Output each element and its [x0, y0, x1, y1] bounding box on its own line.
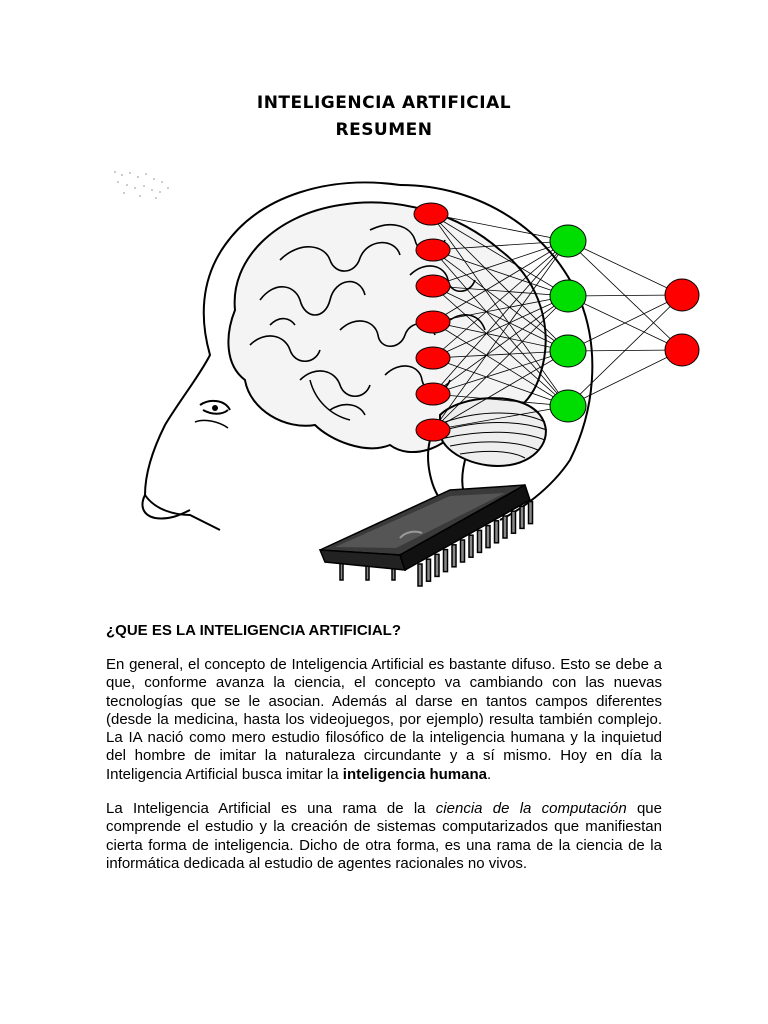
paragraph-branch-of-science: La Inteligencia Artificial es una rama d…: [106, 800, 662, 873]
network-connection: [432, 393, 569, 407]
brain-gyri: [249, 224, 486, 416]
head-profile-outline: [143, 181, 401, 531]
hidden-node: [549, 224, 587, 258]
network-connection: [432, 285, 569, 352]
document-title: INTELIGENCIA ARTIFICIAL: [256, 93, 512, 113]
output-node: [664, 278, 700, 312]
paragraph-definition: En general, el concepto de Inteligencia …: [106, 656, 662, 784]
network-connection: [432, 240, 569, 359]
input-node: [415, 346, 451, 370]
chip-pin: [519, 505, 525, 530]
input-node: [415, 274, 451, 298]
chip-pin: [502, 515, 508, 539]
paragraph-text: En general, el concepto de Inteligencia …: [106, 656, 662, 783]
input-node: [415, 382, 451, 406]
neural-network-nodes: [413, 202, 700, 442]
chip-pin: [468, 534, 474, 558]
network-connection: [432, 295, 569, 395]
paragraph-text: .: [486, 765, 492, 783]
italic-phrase: ciencia de la computación: [435, 800, 627, 817]
network-connection: [430, 213, 569, 242]
network-connection: [432, 405, 569, 431]
document-subtitle: RESUMEN: [335, 120, 433, 140]
chip-pin: [485, 524, 491, 549]
microchip: [318, 483, 534, 587]
section-heading: ¿QUE ES LA INTELIGENCIA ARTIFICIAL?: [106, 622, 401, 639]
hidden-node: [549, 389, 587, 423]
eye: [199, 399, 231, 415]
output-node: [664, 333, 700, 367]
network-connection: [432, 295, 569, 431]
hidden-node: [549, 279, 587, 313]
chip-pin: [493, 520, 500, 544]
network-connection: [432, 321, 569, 352]
network-connection: [432, 295, 569, 359]
network-connection: [432, 350, 569, 395]
network-connection: [432, 249, 569, 297]
network-connection: [567, 294, 683, 407]
network-connection: [432, 357, 569, 407]
chip-pin: [510, 510, 517, 534]
chip-pin: [417, 563, 423, 587]
chip-pin: [442, 548, 449, 573]
chip-pin: [425, 558, 432, 582]
paragraph-text: La Inteligencia Artificial es una rama d…: [106, 800, 436, 817]
network-connection: [432, 240, 569, 431]
network-connection: [567, 294, 683, 352]
neural-network-connections: [430, 213, 683, 431]
input-node: [413, 202, 449, 226]
network-connection: [432, 249, 569, 407]
network-connection: [432, 285, 569, 407]
network-connection: [567, 349, 683, 407]
network-connection: [432, 285, 569, 297]
network-connection: [432, 240, 569, 251]
network-connection: [430, 213, 569, 297]
network-connection: [432, 321, 569, 407]
nose: [141, 494, 191, 520]
network-connection: [432, 350, 569, 359]
network-connection: [430, 213, 569, 407]
network-connection: [432, 295, 569, 323]
input-node: [415, 418, 451, 442]
network-connection: [432, 240, 569, 287]
chip-pin: [527, 500, 534, 525]
input-node: [415, 238, 451, 262]
paragraph-text: que comprende el estudio y la creación d…: [106, 800, 662, 872]
brain-neural-network-illustration: [114, 171, 700, 587]
network-connection: [432, 240, 569, 323]
network-connection: [567, 294, 683, 297]
chip-pin: [451, 544, 457, 568]
network-connection: [432, 249, 569, 352]
hidden-node: [549, 334, 587, 368]
network-connection: [432, 240, 569, 395]
network-connection: [432, 350, 569, 431]
chip-pin: [476, 529, 483, 554]
dotted-texture: [114, 171, 169, 199]
input-node: [415, 310, 451, 334]
chip-pin: [434, 553, 440, 578]
bold-phrase: inteligencia humana: [342, 765, 487, 783]
chip-pin: [459, 539, 466, 563]
network-connection: [567, 240, 683, 296]
